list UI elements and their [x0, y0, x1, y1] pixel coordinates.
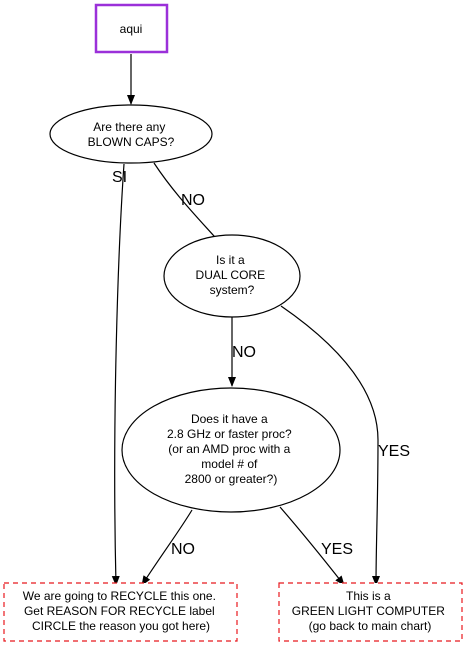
edge-label-proc-no: NO [171, 541, 195, 558]
blown-caps-line: BLOWN CAPS? [88, 135, 175, 149]
green-light-line: This is a [346, 589, 391, 603]
svg-text:Does it have a 2.8 GHz o: Does it have a 2.8 GHz or faster proc? (… [167, 412, 295, 486]
svg-text:Are there any BLOWN CAPS: Are there any BLOWN CAPS? [88, 120, 175, 149]
recycle-line: We are going to RECYCLE this one. [23, 589, 216, 603]
proc-speed-line: 2.8 GHz or faster proc? [167, 427, 292, 441]
edge-proc-to-recycle [141, 509, 193, 586]
dual-core-line: DUAL CORE [196, 268, 266, 282]
edge-label-caps-si: SI [112, 169, 127, 186]
recycle-node: We are going to RECYCLE this one. Get RE… [3, 582, 238, 642]
svg-text:Is it a DUAL CORE: Is it a DUAL CORE system? [196, 253, 269, 297]
green-light-line: (go back to main chart) [309, 619, 432, 633]
edge-label-dual-no: NO [232, 344, 256, 361]
start-node-line: aqui [120, 22, 143, 36]
edge-caps-to-recycle [111, 163, 125, 586]
blown-caps-line: Are there any [93, 120, 165, 134]
edge-label-caps-no: NO [181, 192, 205, 209]
edge-dual-to-green [280, 305, 381, 586]
edges [111, 54, 381, 586]
svg-text:We are going to RECYCLE this o: We are going to RECYCLE this one. Get RE… [23, 589, 220, 633]
recycle-line: Get REASON FOR RECYCLE label [24, 604, 215, 618]
edge-proc-to-green [279, 506, 345, 586]
green-light-node: This is a GREEN LIGHT COMPUTER (go back … [278, 582, 463, 642]
proc-speed-line: model # of [201, 457, 258, 471]
dual-core-line: Is it a [216, 253, 245, 267]
dual-core-line: system? [210, 283, 255, 297]
green-light-line: GREEN LIGHT COMPUTER [292, 604, 445, 618]
recycle-line: CIRCLE the reason you got here) [32, 619, 210, 633]
proc-speed-line: 2800 or greater?) [185, 472, 278, 486]
svg-text:aqui: aqui [120, 22, 143, 36]
edge-label-proc-yes: YES [321, 541, 353, 558]
start-node: aqui [94, 3, 169, 54]
proc-speed-line: (or an AMD proc with a [168, 442, 290, 456]
edge-label-dual-yes: YES [378, 443, 410, 460]
blown-caps-node: Are there any BLOWN CAPS? [49, 104, 213, 164]
dual-core-node: Is it a DUAL CORE system? [163, 234, 301, 318]
proc-speed-node: Does it have a 2.8 GHz or faster proc? (… [121, 387, 341, 513]
svg-text:This is a GREEN LIGHT CO: This is a GREEN LIGHT COMPUTER (go back … [292, 589, 448, 633]
proc-speed-line: Does it have a [191, 412, 268, 426]
